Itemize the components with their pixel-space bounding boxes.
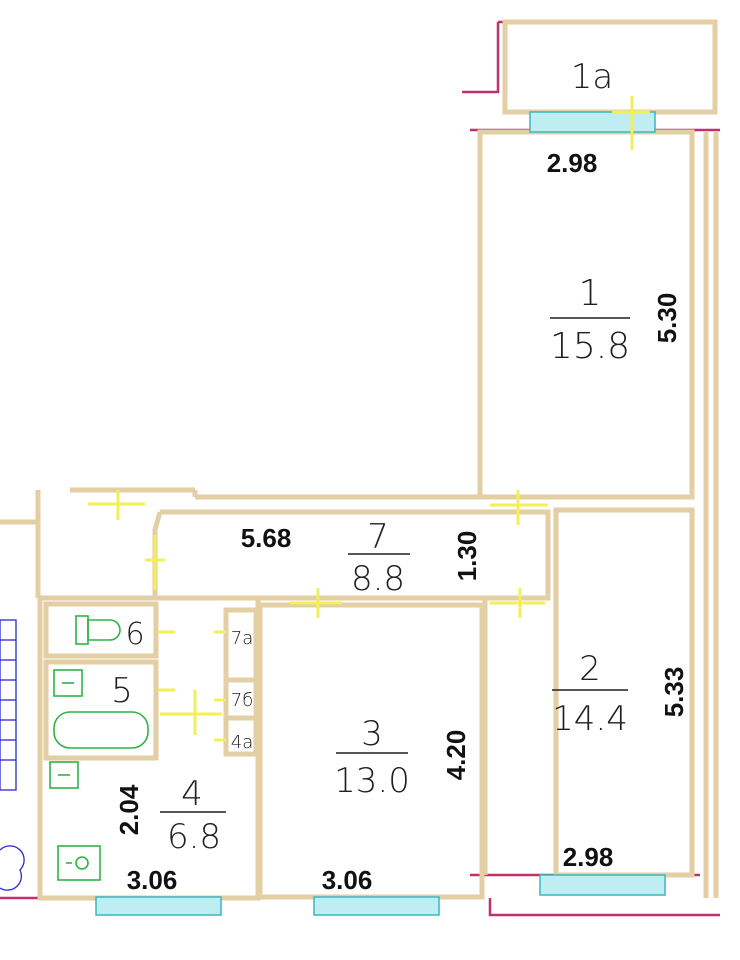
doors: [88, 96, 650, 742]
room-7-label: 7 8.8: [348, 517, 410, 599]
dim-corridor-length: 5.68: [241, 523, 292, 553]
room-1-area: 15.8: [550, 326, 630, 367]
room-2-area: 14.4: [552, 699, 628, 739]
room-2-label: 2 14.4: [552, 649, 628, 739]
toilet-icon: [75, 615, 121, 645]
room-1-number: 1: [579, 273, 602, 314]
stairs-icon: [0, 619, 25, 891]
window-room4: [95, 896, 222, 916]
room-4-area: 6.8: [167, 817, 221, 857]
room-4-number: 4: [181, 774, 203, 814]
dim-room3-width: 3.06: [322, 865, 373, 895]
window-balcony: [529, 111, 656, 133]
stove-icon: [57, 845, 101, 881]
room-3-number: 3: [361, 714, 383, 754]
room-3-label: 3 13.0: [334, 714, 410, 801]
windows: [95, 111, 666, 916]
dim-room2-width: 2.98: [563, 842, 614, 872]
room-7b-number: 7б: [231, 690, 253, 711]
window-room3: [313, 896, 440, 916]
dim-room4-length: 2.04: [114, 784, 144, 835]
dim-room4-width: 3.06: [127, 865, 178, 895]
hall-sink-icon: [49, 761, 79, 789]
room-7-number: 7: [367, 517, 389, 557]
dim-room3-length: 4.20: [441, 730, 471, 781]
bathtub-icon: [53, 711, 149, 749]
dim-room2-length: 5.33: [659, 667, 689, 718]
room-4a-number: 4a: [231, 732, 253, 753]
room-3-area: 13.0: [334, 761, 410, 801]
room-7-area: 8.8: [351, 559, 405, 599]
room-4-label: 4 6.8: [160, 774, 226, 857]
room-2-number: 2: [579, 649, 601, 689]
dim-corridor-width: 1.30: [452, 531, 482, 582]
walls: [0, 19, 719, 901]
room-1a-label: 1a: [571, 57, 613, 97]
dim-room1-length: 5.30: [652, 293, 682, 344]
fixtures: [49, 615, 149, 881]
room-1-label: 1 15.8: [550, 273, 630, 367]
room-6-number: 6: [125, 617, 144, 652]
window-room2: [539, 874, 666, 896]
room-5-number: 5: [111, 671, 133, 711]
sink-icon: [53, 669, 83, 697]
room-1a-number: 1a: [571, 57, 613, 97]
room-7a-number: 7a: [231, 628, 253, 649]
dim-balcony-width: 2.98: [547, 148, 598, 178]
